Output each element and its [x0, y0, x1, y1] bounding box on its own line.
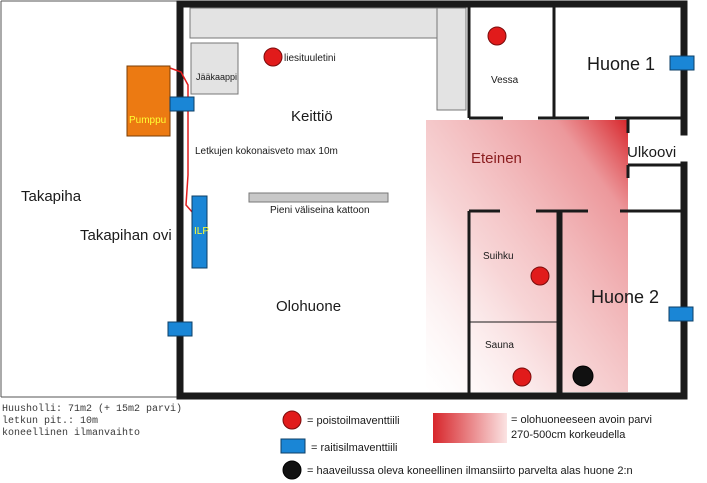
legend-transfer-text: = haaveilussa oleva koneellinen ilmansii…	[307, 465, 633, 477]
label-takapihan-ovi: Takapihan ovi	[80, 227, 172, 244]
legend-exhaust-text: = poistoilmaventtiili	[307, 415, 400, 427]
supply-valve-kitchen	[169, 96, 195, 112]
exhaust-valve-shower	[530, 266, 550, 286]
legend: = poistoilmaventtiili = raitisilmaventti…	[280, 410, 652, 480]
kitchen-counter-top	[189, 7, 467, 39]
outer-walls	[176, 0, 688, 400]
label-ulkoovi: Ulkoovi	[627, 144, 676, 161]
label-vessa: Vessa	[491, 75, 519, 86]
partition-bar	[248, 192, 389, 203]
hose-length-note: Letkujen kokonaisveto max 10m	[195, 146, 338, 157]
label-takapiha: Takapiha	[21, 188, 82, 205]
label-jaakaappi: Jääkaappi	[196, 72, 237, 82]
label-sauna: Sauna	[485, 340, 514, 351]
supply-valve-room2	[668, 306, 694, 322]
supply-valve-room1	[669, 55, 695, 71]
label-huone1: Huone 1	[587, 54, 655, 74]
planned-air-transfer	[572, 365, 594, 387]
backyard-outline	[0, 0, 180, 398]
refrigerant-hose	[169, 67, 194, 214]
info-line-1: Huusholli: 71m2 (+ 15m2 parvi)	[2, 403, 182, 415]
heat-pump-outdoor-unit	[126, 65, 171, 137]
interior-walls	[467, 5, 682, 395]
legend-exhaust-icon	[282, 410, 302, 430]
info-line-3: koneellinen ilmanvaihto	[2, 427, 140, 439]
legend-supply-text: = raitisilmaventtiili	[311, 442, 398, 454]
label-pumppu: Pumppu	[129, 115, 166, 126]
exhaust-valve-toilet	[487, 26, 507, 46]
partition-note: Pieni väliseina kattoon	[270, 205, 370, 216]
supply-valve-livingroom	[167, 321, 193, 337]
exhaust-valve-kitchen-hood	[263, 47, 283, 67]
heat-pump-indoor-unit	[191, 195, 208, 269]
legend-transfer-icon	[282, 460, 302, 480]
label-suihku: Suihku	[483, 251, 514, 262]
loft-area	[426, 120, 628, 392]
legend-loft-text-2: 270-500cm korkeudella	[511, 429, 626, 441]
fridge	[190, 42, 239, 95]
label-liesituuletin: liesituuletini	[284, 53, 336, 64]
kitchen-counter-right	[436, 7, 467, 111]
label-eteinen: Eteinen	[471, 150, 522, 167]
label-olohuone: Olohuone	[276, 298, 341, 315]
legend-loft-text-1: = olohuoneeseen avoin parvi	[511, 414, 652, 426]
label-ilp: ILP	[194, 226, 209, 237]
exhaust-valve-sauna	[512, 367, 532, 387]
info-line-2: letkun pit.: 10m	[2, 415, 98, 427]
legend-loft-swatch	[433, 413, 507, 443]
label-huone2: Huone 2	[591, 287, 659, 307]
legend-supply-icon	[280, 438, 306, 454]
label-keittio: Keittiö	[291, 108, 333, 125]
